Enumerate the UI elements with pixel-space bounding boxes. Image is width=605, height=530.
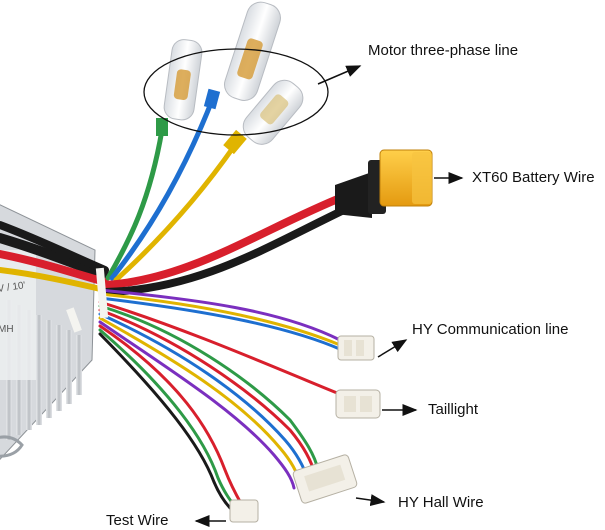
signal-wires	[98, 288, 344, 512]
communication-connector	[337, 335, 375, 361]
label-test-wire: Test Wire	[106, 512, 169, 529]
communication-arrow	[377, 339, 408, 358]
yellow-heatshrink	[223, 129, 247, 155]
callout-arrows	[194, 65, 464, 527]
label-xt60-battery-wire: XT60 Battery Wire	[472, 169, 595, 186]
motor-highlight-ellipse	[143, 48, 329, 136]
wire-bundle	[0, 221, 110, 293]
controller-label-2: MH	[0, 324, 14, 335]
phase-wire-blue	[109, 95, 216, 281]
motor-phase-wires	[105, 95, 238, 283]
label-taillight: Taillight	[428, 401, 479, 418]
taillight-connector	[335, 389, 381, 419]
label-hy-hall-wire: HY Hall Wire	[398, 494, 484, 511]
green-heatshrink	[156, 118, 168, 136]
motor-connectors	[156, 1, 304, 155]
hall-arrow	[355, 494, 386, 507]
zip-tie-1	[95, 267, 109, 319]
test-connector	[229, 499, 259, 523]
label-motor-three-phase-line: Motor three-phase line	[368, 42, 519, 59]
controller-label-1: V / 10'	[0, 280, 26, 295]
xt60-connector	[335, 149, 433, 218]
zip-tie-2	[66, 307, 82, 333]
battery-wires	[101, 192, 352, 296]
motor-arrow	[317, 65, 362, 85]
phase-wire-green	[105, 127, 165, 281]
phase-wire-yellow	[113, 142, 238, 283]
label-hy-communication-line: HY Communication line	[412, 321, 569, 338]
hall-connector	[292, 454, 358, 504]
blue-heatshrink	[203, 88, 221, 110]
